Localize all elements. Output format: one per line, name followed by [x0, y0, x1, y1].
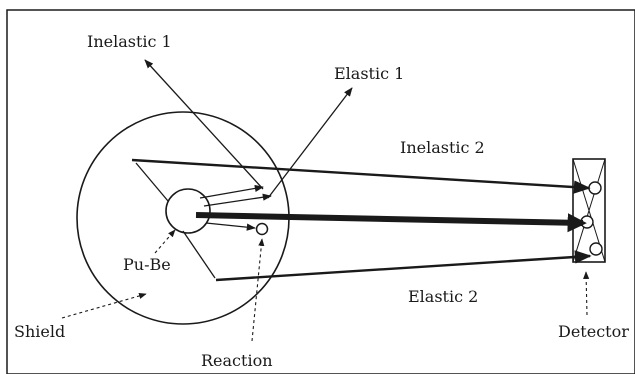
figure-frame — [6, 9, 635, 374]
elastic-1-path — [203, 87, 353, 207]
pu-be-source — [165, 188, 211, 234]
reaction-label: Reaction — [201, 351, 273, 370]
elastic-1-label: Elastic 1 — [334, 64, 404, 83]
inelastic-2-path — [131, 158, 591, 202]
detector-circle-bottom — [589, 242, 603, 256]
reaction-path — [205, 222, 256, 231]
detector-label: Detector — [558, 322, 629, 341]
detector-leader — [583, 271, 590, 316]
elastic-2-path — [182, 230, 592, 282]
inelastic-2-label: Inelastic 2 — [400, 138, 485, 157]
direct-beam-arrow — [195, 212, 587, 233]
shield-label: Shield — [14, 322, 65, 341]
pu-be-leader — [154, 229, 176, 254]
inelastic-1-path — [144, 59, 264, 199]
reaction-point — [255, 222, 269, 236]
elastic-2-label: Elastic 2 — [408, 287, 478, 306]
detector — [572, 158, 606, 263]
detector-circle-top — [588, 181, 602, 195]
leader-lines — [61, 229, 590, 342]
reaction-leader — [251, 238, 265, 342]
pu-be-label: Pu-Be — [123, 255, 171, 274]
inelastic-1-label: Inelastic 1 — [87, 32, 172, 51]
shield-leader — [61, 292, 147, 319]
